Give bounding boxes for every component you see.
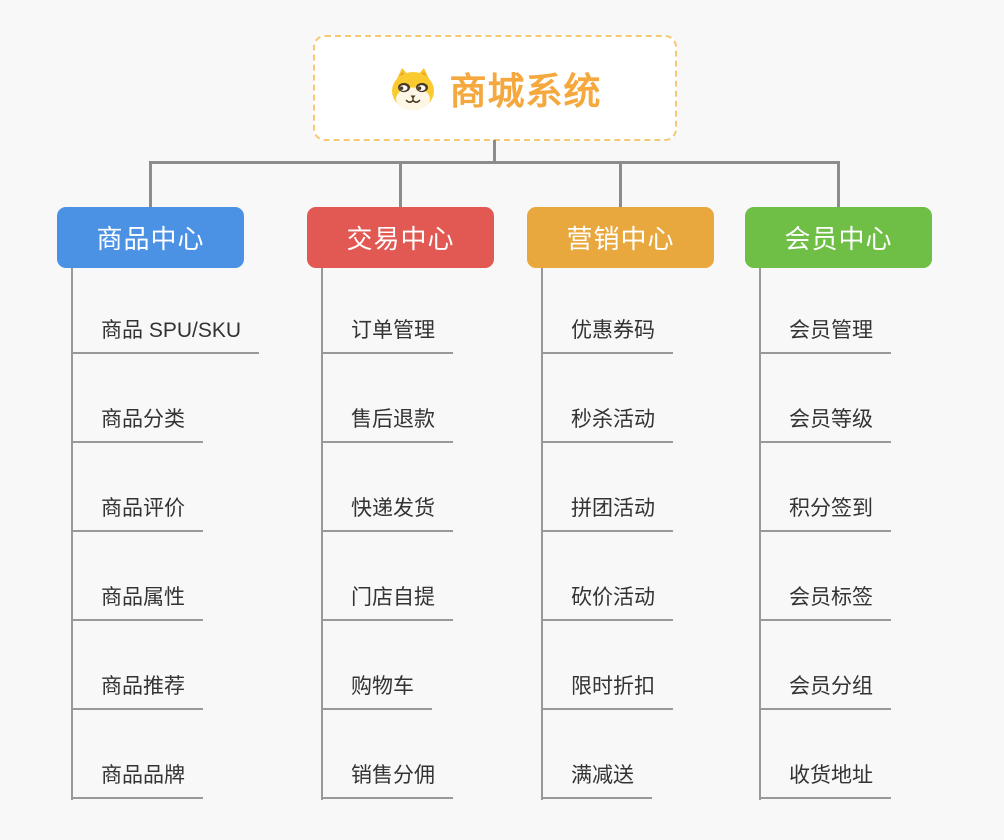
connector-spine bbox=[71, 268, 73, 800]
leaf-node[interactable]: 会员管理 bbox=[759, 318, 891, 354]
leaf-node[interactable]: 购物车 bbox=[321, 674, 432, 710]
leaf-node[interactable]: 优惠券码 bbox=[541, 318, 673, 354]
leaf-node[interactable]: 销售分佣 bbox=[321, 763, 453, 799]
leaf-node[interactable]: 商品分类 bbox=[71, 407, 203, 443]
connector-trunk bbox=[149, 161, 840, 164]
leaf-node[interactable]: 砍价活动 bbox=[541, 585, 673, 621]
branch-node-marketing-center[interactable]: 营销中心 bbox=[527, 207, 714, 268]
branch-label: 交易中心 bbox=[346, 224, 455, 254]
connector-root-stub bbox=[493, 140, 496, 163]
branch-node-product-center[interactable]: 商品中心 bbox=[57, 207, 244, 268]
branch-label: 商品中心 bbox=[96, 224, 205, 254]
leaf-node[interactable]: 会员等级 bbox=[759, 407, 891, 443]
branch-node-trade-center[interactable]: 交易中心 bbox=[307, 207, 494, 268]
leaf-node[interactable]: 商品推荐 bbox=[71, 674, 203, 710]
connector-spine bbox=[541, 268, 543, 800]
leaf-node[interactable]: 商品评价 bbox=[71, 496, 203, 532]
connector-drop bbox=[149, 163, 152, 208]
leaf-node[interactable]: 快递发货 bbox=[321, 496, 453, 532]
connector-drop bbox=[399, 163, 402, 208]
connector-drop bbox=[619, 163, 622, 208]
leaf-node[interactable]: 满减送 bbox=[541, 763, 652, 799]
connector-drop bbox=[837, 163, 840, 208]
leaf-node[interactable]: 收货地址 bbox=[759, 763, 891, 799]
leaf-node[interactable]: 售后退款 bbox=[321, 407, 453, 443]
leaf-node[interactable]: 商品 SPU/SKU bbox=[71, 318, 260, 354]
leaf-node[interactable]: 限时折扣 bbox=[541, 674, 673, 710]
leaf-node[interactable]: 积分签到 bbox=[759, 496, 891, 532]
root-node[interactable]: 商城系统 bbox=[313, 35, 677, 141]
root-title: 商城系统 bbox=[449, 71, 602, 112]
leaf-node[interactable]: 门店自提 bbox=[321, 585, 453, 621]
branch-label: 会员中心 bbox=[784, 224, 893, 254]
leaf-node[interactable]: 会员标签 bbox=[759, 585, 891, 621]
connector-spine bbox=[321, 268, 323, 800]
leaf-node[interactable]: 秒杀活动 bbox=[541, 407, 673, 443]
branch-node-member-center[interactable]: 会员中心 bbox=[745, 207, 932, 268]
leaf-node[interactable]: 订单管理 bbox=[321, 318, 453, 354]
connector-spine bbox=[759, 268, 761, 800]
branch-label: 营销中心 bbox=[566, 224, 675, 254]
leaf-node[interactable]: 拼团活动 bbox=[541, 496, 673, 532]
leaf-node[interactable]: 商品属性 bbox=[71, 585, 203, 621]
shiba-dog-icon bbox=[389, 66, 437, 110]
leaf-node[interactable]: 商品品牌 bbox=[71, 763, 203, 799]
leaf-node[interactable]: 会员分组 bbox=[759, 674, 891, 710]
